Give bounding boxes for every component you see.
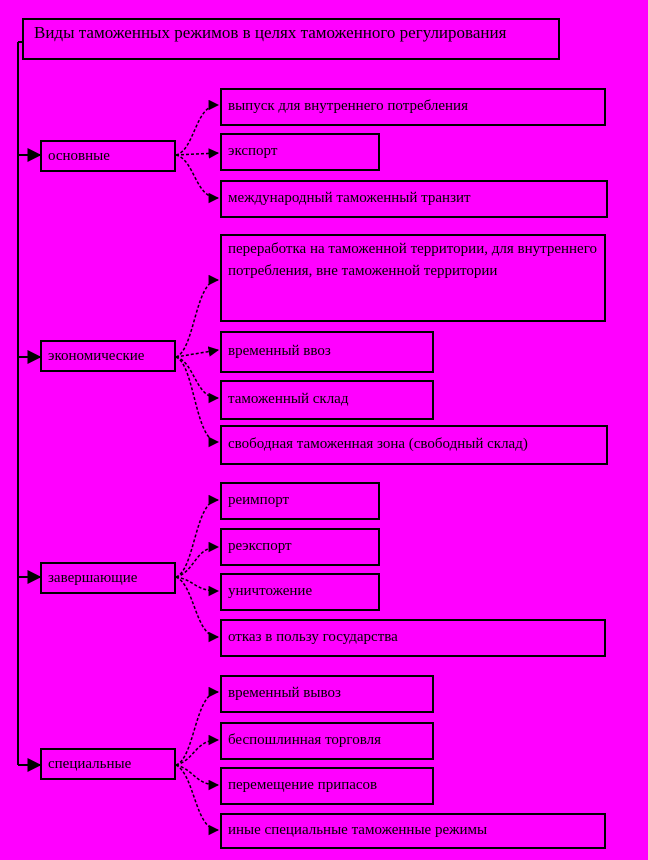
item-temporary-import: временный ввоз [220, 331, 434, 373]
item-reimport: реимпорт [220, 482, 380, 520]
item-release-domestic: выпуск для внутреннего потребления [220, 88, 606, 126]
item-export: экспорт [220, 133, 380, 171]
item-temporary-export: временный вывоз [220, 675, 434, 713]
item-transit: международный таможенный транзит [220, 180, 608, 218]
item-abandonment: отказ в пользу государства [220, 619, 606, 657]
item-other-special: иные специальные таможенные режимы [220, 813, 606, 849]
item-customs-warehouse: таможенный склад [220, 380, 434, 420]
group-basic: основные [40, 140, 176, 172]
group-special: специальные [40, 748, 176, 780]
item-duty-free: беспошлинная торговля [220, 722, 434, 760]
group-economic: экономические [40, 340, 176, 372]
item-supplies: перемещение припасов [220, 767, 434, 805]
item-destruction: уничтожение [220, 573, 380, 611]
group-final: завершающие [40, 562, 176, 594]
item-processing: переработка на таможенной территории, дл… [220, 234, 606, 322]
item-reexport: реэкспорт [220, 528, 380, 566]
item-free-zone: свободная таможенная зона (свободный скл… [220, 425, 608, 465]
diagram-title: Виды таможенных режимов в целях таможенн… [22, 18, 560, 60]
